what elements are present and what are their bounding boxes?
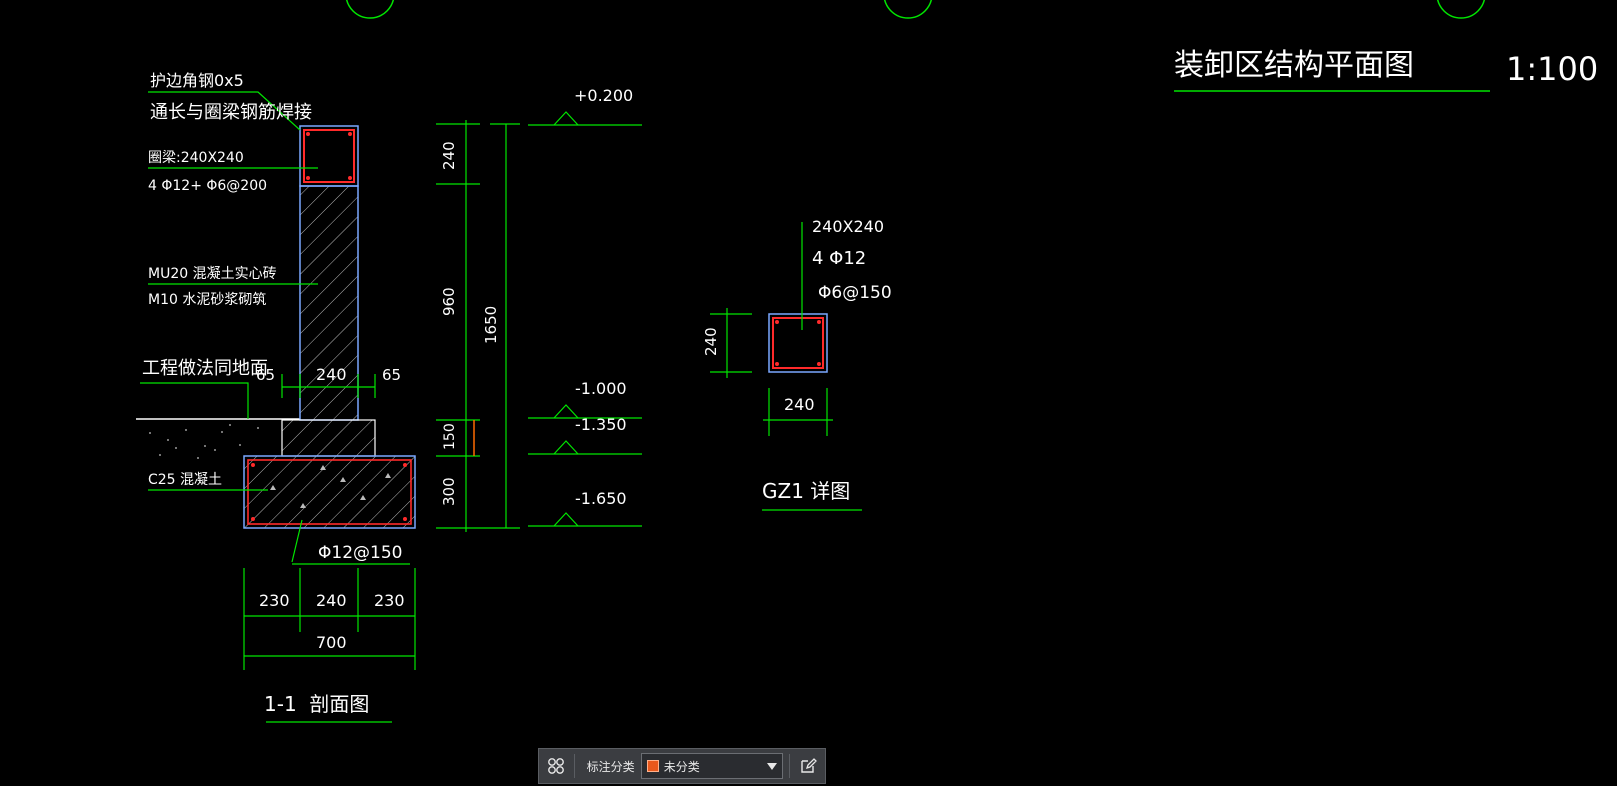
ground-note: 工程做法同地面: [142, 358, 268, 379]
dim-base-mid: 240: [316, 591, 347, 610]
section-title: 1-1 剖面图: [264, 692, 369, 716]
dim-wall: 240: [316, 365, 347, 384]
category-color-swatch: [646, 760, 659, 772]
category-selected-value: 未分类: [663, 759, 700, 774]
plan-title: 装卸区结构平面图: [1174, 48, 1414, 83]
dim-wall-left: 65: [256, 366, 275, 384]
dim-base-right: 230: [374, 591, 405, 610]
concrete-label: C25 混凝土: [148, 472, 222, 488]
gz1-dim-v: 240: [702, 327, 720, 356]
dim-wall-right: 65: [382, 366, 401, 384]
gz1-main-rebar: 4 Φ12: [812, 248, 866, 269]
ring-beam-label-2: 4 Φ12+ Φ6@200: [148, 178, 267, 194]
gz1-dim-h: 240: [784, 395, 815, 414]
gz1-size: 240X240: [812, 217, 884, 236]
angle-steel-label-1: 护边角钢0x5: [150, 71, 244, 90]
dim-base-left: 230: [259, 591, 290, 610]
chevron-down-icon: [767, 762, 778, 770]
dim-v-150: 150: [442, 423, 458, 450]
dim-base-total: 700: [316, 633, 347, 652]
category-select[interactable]: 未分类: [640, 753, 784, 779]
edit-icon[interactable]: [796, 754, 819, 778]
grid-icon[interactable]: [545, 754, 568, 778]
toolbar-separator: [789, 754, 791, 778]
gz1-drawing: [710, 222, 862, 511]
elev-2: -1.350: [575, 415, 627, 434]
elev-3: -1.650: [575, 489, 627, 508]
elev-top: +0.200: [574, 86, 633, 105]
brick-label-2: M10 水泥砂浆砌筑: [148, 292, 266, 308]
section-drawing: [136, 91, 642, 723]
ring-beam-label-1: 圈梁:240X240: [148, 150, 244, 166]
elev-1: -1.000: [575, 379, 627, 398]
toolbar-separator: [573, 754, 575, 778]
bottom-rebar-label: Φ12@150: [318, 543, 402, 563]
annotation-category-toolbar: 标注分类 未分类: [538, 748, 826, 784]
gz1-stirrup: Φ6@150: [818, 283, 892, 303]
angle-steel-label-2: 通长与圈梁钢筋焊接: [150, 102, 312, 123]
dim-v-960: 960: [440, 287, 458, 316]
plan-scale: 1:100: [1506, 50, 1598, 88]
dim-v-300: 300: [440, 477, 458, 506]
dim-v-240: 240: [440, 141, 458, 170]
gz1-title: GZ1 详图: [762, 479, 850, 503]
brick-label-1: MU20 混凝土实心砖: [148, 266, 277, 282]
dim-v-total: 1650: [482, 306, 500, 344]
category-label: 标注分类: [586, 759, 635, 774]
axis-bubbles: [345, 0, 1486, 19]
